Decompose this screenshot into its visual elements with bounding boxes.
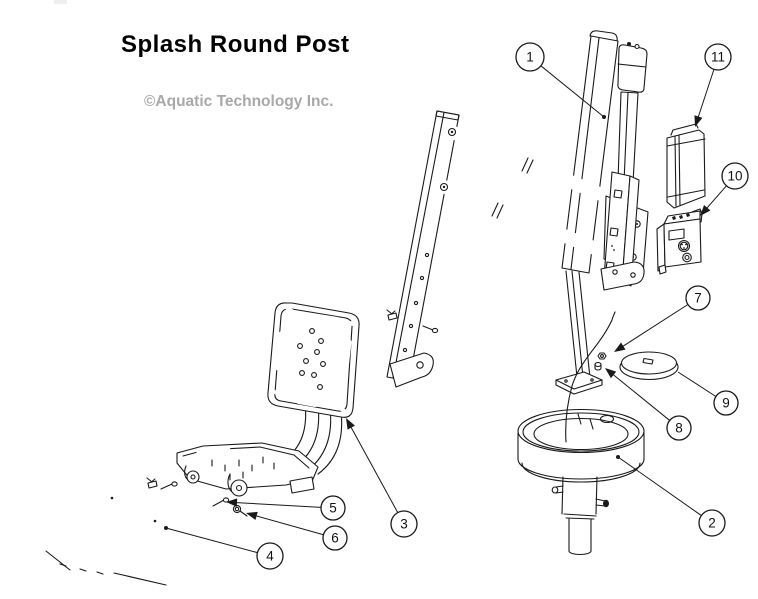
callout-number-8: 8 (675, 421, 683, 436)
callout-8-arrowhead-icon (605, 368, 617, 379)
callout-balloon-4 (256, 542, 284, 570)
hardware-wingbolt-footrest (146, 477, 158, 489)
callouts: 1 2 3 4 5 6 7 8 9 10 11 (164, 42, 749, 570)
callout-10-arrowhead-icon (700, 204, 711, 216)
callout-balloon-8 (666, 415, 692, 441)
callout-8-leader (610, 372, 670, 421)
callout-6-leader (253, 514, 324, 536)
callout-number-3: 3 (400, 517, 408, 532)
callout-3-leader (349, 424, 399, 513)
post-carriage (600, 171, 645, 291)
hardware-bolt-6 (232, 504, 248, 517)
callout-balloon-5 (320, 495, 346, 521)
callout-2-endpoint-dot (616, 455, 620, 459)
callout-balloon-11 (704, 43, 732, 71)
seat-back (267, 302, 360, 418)
cover-ring (619, 351, 679, 381)
hardware-anchor-washer-8 (594, 361, 602, 371)
callout-balloon-1 (515, 42, 545, 72)
callout-9-leader (677, 371, 717, 397)
callout-number-2: 2 (708, 516, 716, 531)
callout-6-arrowhead-icon (246, 511, 258, 521)
battery (666, 123, 706, 209)
callout-5-leader (233, 501, 322, 508)
hardware-screw-footrest (160, 481, 178, 490)
callout-number-1: 1 (526, 50, 534, 65)
callout-3-arrowhead-icon (346, 418, 355, 430)
page-edge-artifact (54, 0, 67, 4)
hardware-screw-5 (212, 497, 230, 507)
callout-number-9: 9 (722, 396, 730, 411)
hardware-anchor-nut-7 (597, 352, 607, 360)
page-title: Splash Round Post (121, 31, 350, 58)
callout-1-endpoint-dot (602, 115, 606, 119)
callout-5-arrowhead-icon (226, 498, 238, 507)
callout-number-6: 6 (331, 531, 339, 546)
callout-number-10: 10 (727, 169, 742, 184)
callout-number-4: 4 (266, 549, 274, 564)
hardware-screw-mast (422, 325, 439, 334)
callout-7-leader (620, 304, 689, 349)
callout-balloon-9 (713, 390, 739, 416)
hardware-wingbolt-mast (386, 309, 398, 321)
callout-number-11: 11 (711, 50, 725, 65)
callout-balloon-2 (698, 509, 726, 537)
callout-7-arrowhead-icon (614, 342, 626, 352)
power-cable (565, 311, 616, 443)
callout-11-arrowhead-icon (694, 115, 703, 127)
callout-2-leader (617, 456, 702, 516)
watermark-text: ©Aquatic Technology Inc. (144, 93, 334, 110)
callout-1-leader (540, 65, 605, 118)
callout-balloon-6 (322, 525, 348, 551)
control-box (656, 208, 703, 275)
callout-4-leader (165, 527, 258, 554)
callout-balloon-7 (685, 285, 711, 311)
callout-11-leader (697, 69, 715, 120)
seat-bottom (176, 442, 319, 497)
callout-balloon-10 (721, 162, 749, 190)
callout-number-5: 5 (329, 501, 337, 516)
callout-number-7: 7 (694, 291, 702, 306)
lower-post-flange (555, 270, 603, 395)
seat-mast (386, 110, 460, 388)
round-base (517, 408, 645, 556)
callout-10-leader (704, 185, 727, 211)
callout-balloon-3 (390, 510, 418, 538)
footrest (35, 486, 196, 593)
callout-4-endpoint-dot (164, 526, 168, 530)
